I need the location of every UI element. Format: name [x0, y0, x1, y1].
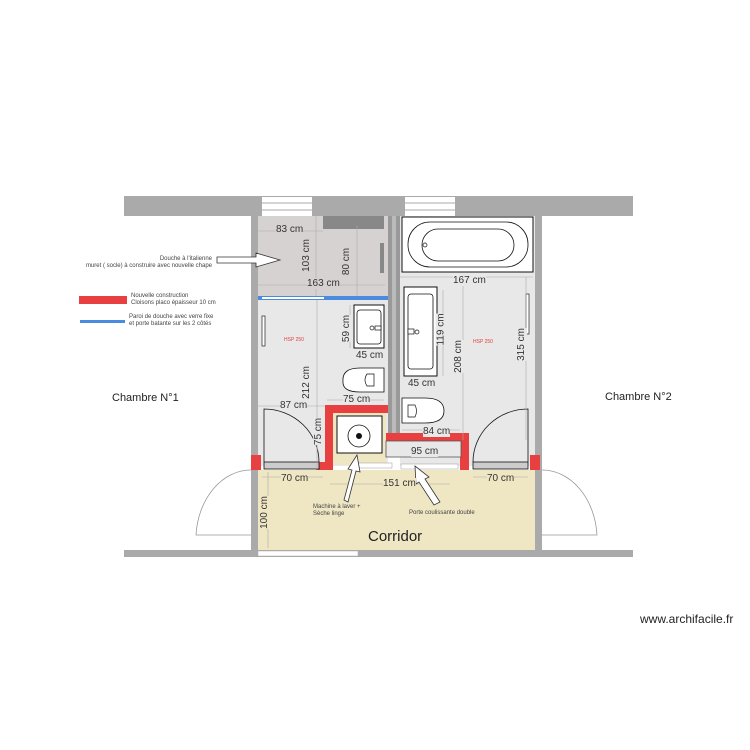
washing-machine [333, 413, 386, 465]
machine-arrow [343, 453, 361, 503]
wc-left [342, 367, 385, 393]
dim-87: 87 cm [280, 400, 308, 411]
hsp-label-left: HSP 250 [284, 337, 304, 343]
lavabo-left [353, 304, 385, 349]
wall-left [251, 216, 258, 556]
dim-167: 167 cm [453, 275, 486, 286]
shower-drain [380, 243, 384, 273]
dim-315: 315 cm [515, 328, 527, 361]
wc-right [401, 397, 445, 424]
legend-swatch-red [79, 296, 127, 304]
dim-80: 80 cm [341, 247, 353, 276]
dim-208: 208 cm [452, 340, 464, 373]
dim-100: 100 cm [258, 496, 270, 529]
douche-arrow [216, 252, 282, 268]
legend-item-red: Nouvelle construction Cloisons placo épa… [131, 293, 216, 306]
dim-59: 59 cm [341, 314, 353, 343]
douche-note: Douche à l'italienne muret ( socle) à co… [85, 256, 212, 269]
window-right [405, 197, 455, 217]
dim-45b: 45 cm [408, 378, 436, 389]
dim-84: 84 cm [423, 426, 451, 437]
door-chambre1 [195, 469, 252, 536]
bottom-wall [124, 550, 633, 557]
room-label-chambre1: Chambre N°1 [112, 392, 179, 404]
shower-muret [323, 216, 384, 229]
door-left-bath [263, 408, 320, 470]
window-left [262, 197, 312, 217]
door-right-bath [472, 408, 529, 470]
wall-right [535, 216, 542, 556]
dim-75v: 75 cm [313, 417, 325, 446]
porte-arrow [414, 465, 441, 506]
porte-note: Porte coulissante double [409, 510, 475, 516]
legend-item-blue: Paroi de douche avec verre fixe et porte… [129, 314, 214, 327]
new-construction-walls [251, 405, 540, 470]
dim-119: 119 cm [435, 313, 447, 346]
watermark-link[interactable]: www.archifacile.fr [640, 612, 734, 626]
dim-95: 95 cm [411, 446, 439, 457]
dim-103: 103 cm [300, 239, 312, 272]
dim-83: 83 cm [276, 224, 304, 235]
top-wall [124, 196, 633, 216]
dim-45a: 45 cm [356, 350, 384, 361]
door-chambre2 [541, 469, 598, 536]
dim-212: 212 cm [300, 366, 312, 399]
machine-note: Machine à laver + Sèche linge [313, 504, 361, 517]
vanity-right [403, 286, 438, 377]
dim-70b: 70 cm [487, 473, 515, 484]
dim-163: 163 cm [307, 278, 340, 289]
legend-swatch-blue [80, 320, 125, 323]
hsp-label-right: HSP 250 [473, 339, 493, 345]
room-label-corridor: Corridor [368, 528, 423, 545]
dim-75h: 75 cm [343, 394, 371, 405]
dim-151: 151 cm [383, 478, 416, 489]
bathtub [401, 216, 534, 273]
dim-70a: 70 cm [281, 473, 309, 484]
room-label-chambre2: Chambre N°2 [605, 391, 672, 403]
